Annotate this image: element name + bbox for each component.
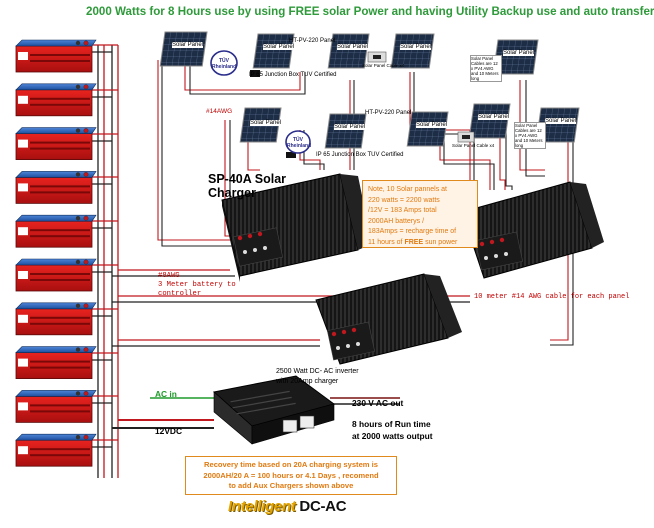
solar-panel-label: Solar Panel (503, 50, 535, 56)
panel-cable-note: 10 meter #14 AWG cable for each panel (474, 293, 630, 301)
recovery-line: to add Aux Chargers shown above (228, 481, 354, 490)
wire-line: controller (158, 290, 202, 298)
cable-spec-note: Solar Panel Cables are 12 x PV4 AWG and … (514, 122, 546, 149)
wire-line: #8AWG (158, 272, 180, 280)
charger-title: SP-40A Solar Charger (208, 172, 286, 200)
recovery-line: Recovery time based on 20A charging syst… (203, 460, 379, 469)
dc-voltage-label: 12VDC (155, 426, 182, 436)
charger-title-line: Charger (208, 186, 256, 200)
runtime-line: at 2000 watts output (352, 431, 433, 441)
solar-panel-label: Solar Panel (478, 114, 510, 120)
runtime-label: 8 hours of Run time at 2000 watts output (352, 418, 433, 442)
solar-panel-label: Solar Panel (334, 124, 366, 130)
note-text: sun power (423, 238, 458, 246)
note-line: 183Amps = recharge time of (368, 228, 457, 235)
battery (15, 83, 97, 117)
solar-panel-label: Solar Panel (416, 122, 448, 128)
recovery-note: Recovery time based on 20A charging syst… (185, 456, 397, 495)
tuv-marks (210, 50, 311, 154)
battery (15, 171, 97, 204)
note-line: Note, 10 Solar pannels at (368, 186, 447, 193)
battery (15, 433, 97, 467)
system-diagram (15, 31, 604, 478)
battery (15, 127, 97, 161)
battery (15, 39, 97, 73)
solar-charger-right (461, 181, 604, 279)
battery-bank (15, 39, 97, 467)
logo-part: DC-AC (295, 498, 347, 515)
solar-charger-bottom (315, 273, 462, 365)
note-free: FREE (404, 238, 424, 246)
wire-line: 3 Meter battery to (158, 281, 236, 289)
battery (15, 390, 97, 423)
note-line: 220 watts = 2200 watts (368, 196, 440, 204)
ac-in-label: AC in (155, 389, 177, 399)
solar-panel-label: Solar Panel (545, 118, 577, 124)
inverter-caption-line: with 20Amp charger (276, 378, 339, 385)
battery (15, 346, 97, 380)
connector-caption: Solar Panel Cable x4 (452, 143, 495, 148)
junction-box-label: IP 65 Junction Box TUV Certified (316, 152, 404, 158)
solar-charger-left (221, 173, 372, 282)
solar-panel-label: Solar Panel (172, 42, 204, 48)
panel-model-label: HT-PV-220 Panel (289, 38, 336, 44)
solar-panel-label: Solar Panel (337, 44, 369, 50)
recovery-line: 2000AH/20 A = 100 hours or 4.1 Days , re… (203, 470, 379, 480)
charger-title-line: SP-40A Solar (208, 172, 287, 186)
battery-bus-wires (92, 44, 470, 478)
brand-logo: Intelligent DC-AC (228, 498, 347, 515)
panel-model-label: HT-PV-220 Panel (365, 110, 412, 116)
ac-out-label: 230 V AC out (352, 398, 404, 408)
runtime-line: 8 hours of Run time (352, 419, 431, 429)
junction-box-label: IP 65 Junction Box TUV Certified (249, 72, 337, 78)
inverter-caption-line: 2500 Watt DC- AC inverter (276, 368, 359, 375)
cable-spec-note: Solar Panel Cables are 12 x PV4 AWG and … (470, 55, 502, 82)
wire-gauge-label: #14AWG (206, 108, 233, 115)
tuv-label: TÜV Rheinland (212, 58, 237, 70)
note-line: /12V = 183 Amps total (368, 207, 437, 214)
note-text: 11 hours of (368, 238, 405, 246)
solar-panel-label: Solar Panel (250, 120, 282, 126)
solar-panels (159, 31, 580, 149)
page-title: 2000 Watts for 8 Hours use by using FREE… (86, 5, 654, 18)
ac-wiring (150, 397, 400, 405)
logo-part: Intelligent (228, 498, 296, 515)
solar-panel-label: Solar Panel (263, 44, 295, 50)
inverter-caption: 2500 Watt DC- AC inverter with 20Amp cha… (276, 367, 359, 387)
capacity-note: Note, 10 Solar pannels at 220 watts = 22… (362, 180, 478, 248)
battery (15, 258, 97, 292)
battery (15, 302, 97, 336)
note-line: 2000AH batterys / (368, 217, 425, 225)
solar-panel-label: Solar Panel (400, 44, 432, 50)
tuv-label: TÜV Rheinland (287, 137, 312, 149)
note-line: 11 hours of FREE sun power (368, 238, 472, 249)
junction-boxes (250, 51, 475, 158)
battery-wire-label: #8AWG 3 Meter battery to controller (158, 272, 236, 299)
dc-ac-inverter (212, 375, 336, 445)
battery (15, 214, 97, 248)
connector-caption: Solar Panel Cable x4 (362, 63, 405, 68)
